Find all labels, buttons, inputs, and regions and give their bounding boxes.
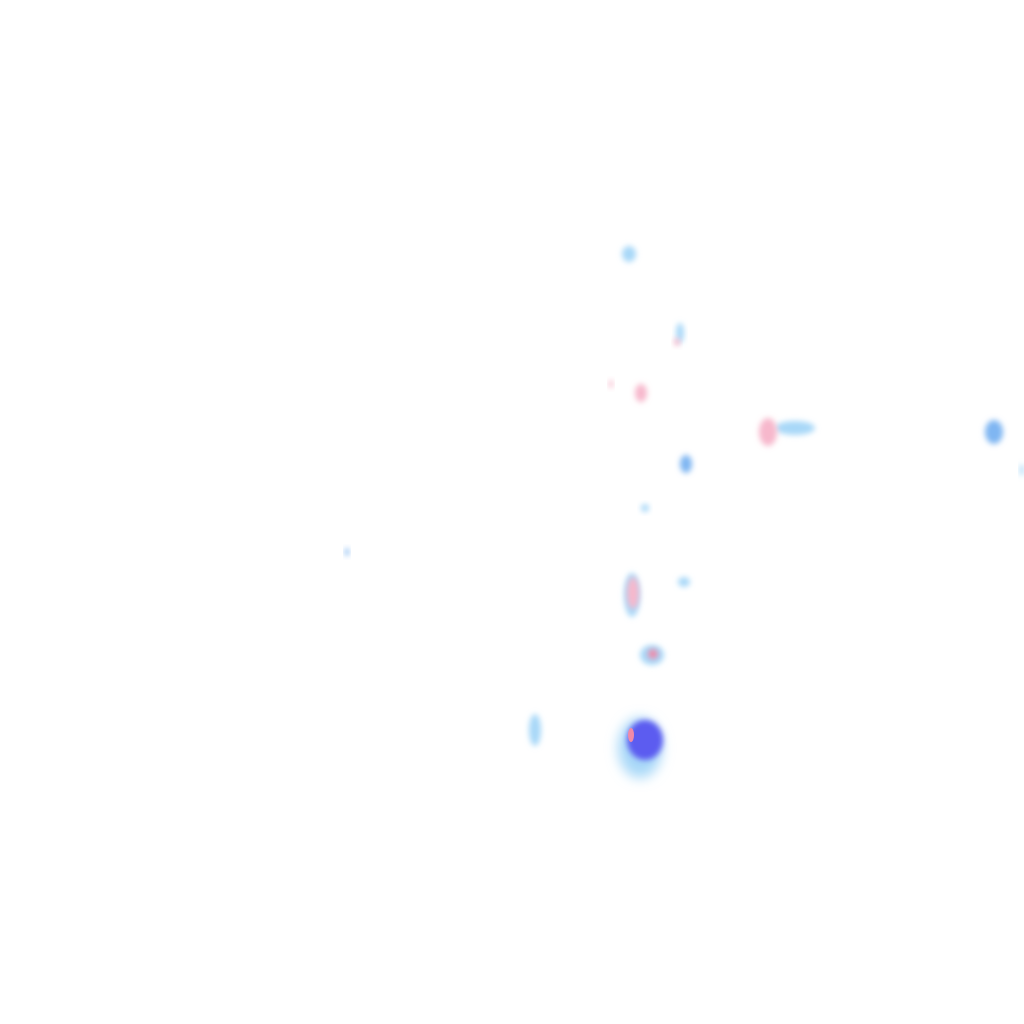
precipitation-cell: [678, 577, 690, 587]
precipitation-cell: [622, 246, 636, 262]
precipitation-cell: [1020, 464, 1024, 476]
precipitation-cell: [775, 421, 815, 435]
precipitation-cell: [648, 649, 658, 659]
precipitation-cell: [680, 455, 692, 473]
precipitation-cell: [627, 720, 663, 760]
precipitation-cell: [641, 504, 649, 512]
precipitation-cell: [529, 714, 541, 746]
precipitation-cell: [345, 548, 349, 556]
precipitation-cell: [674, 338, 680, 346]
precipitation-cell: [609, 380, 613, 388]
precipitation-cell: [676, 323, 684, 343]
precipitation-cell: [627, 577, 639, 609]
precipitation-cell: [985, 420, 1003, 444]
precipitation-cell: [759, 418, 777, 446]
precipitation-cell: [635, 384, 647, 402]
precipitation-cell: [628, 728, 634, 742]
